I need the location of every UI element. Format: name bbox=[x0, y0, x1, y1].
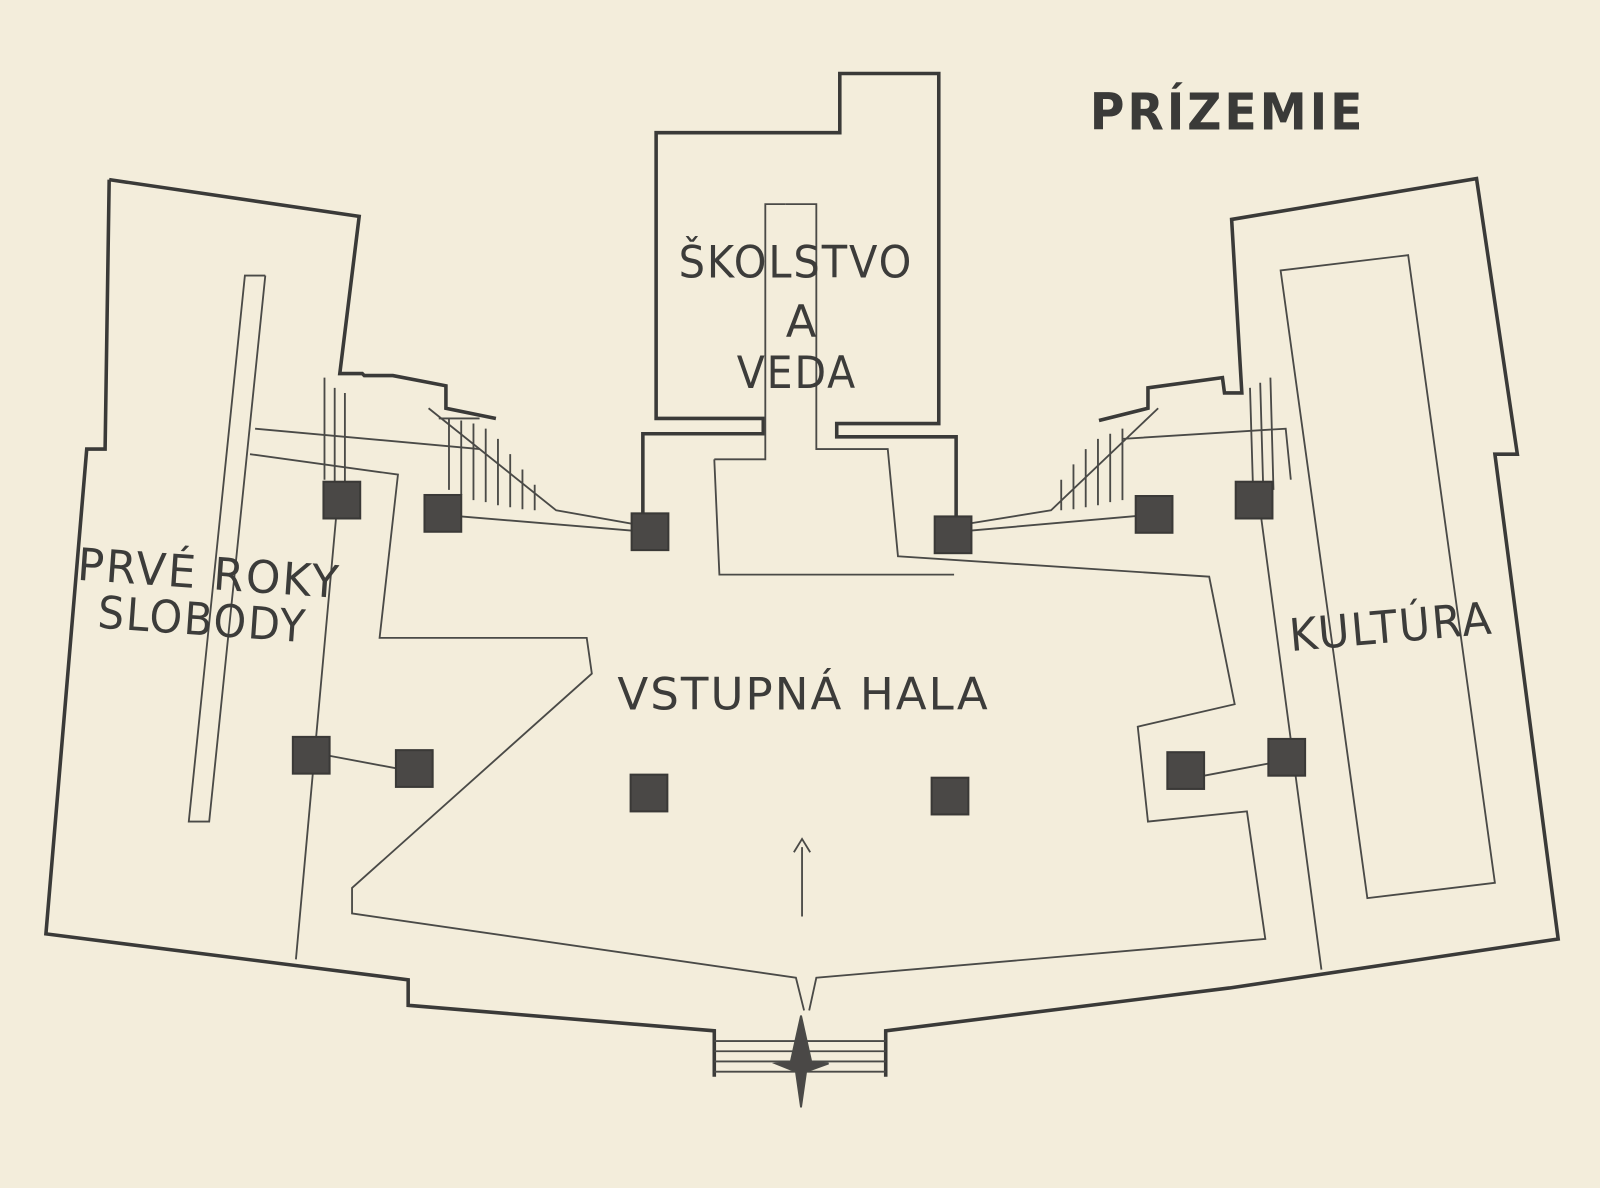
stairs-right bbox=[955, 254, 1496, 900]
room-label-school-2: A bbox=[786, 295, 819, 348]
columns bbox=[291, 480, 1307, 816]
room-label-culture: KULTÚRA bbox=[1287, 592, 1495, 663]
room-label-school-3: VEDA bbox=[737, 346, 857, 399]
inner-paths bbox=[249, 203, 1323, 1108]
room-label-hall: VSTUPNÁ HALA bbox=[617, 667, 989, 720]
plan-title: PRÍZEMIE bbox=[1090, 82, 1366, 143]
stairs-left bbox=[187, 274, 644, 823]
outer-wall bbox=[43, 71, 1561, 1077]
room-label-school-1: ŠKOLSTVO bbox=[679, 236, 914, 289]
